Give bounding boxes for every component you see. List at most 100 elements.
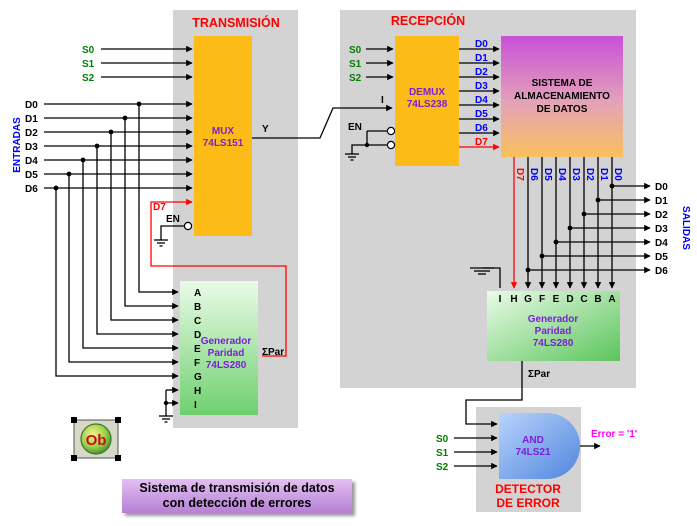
- tx-gen-pin-f: F: [194, 358, 200, 369]
- rx-gen-pin-g: G: [524, 294, 532, 305]
- detector-title-1: DETECTOR: [495, 482, 561, 496]
- tx-gen-part: 74LS280: [206, 360, 247, 371]
- output-d0-label: D0: [655, 182, 668, 193]
- input-d3-label: D3: [25, 142, 38, 153]
- mux-name: MUX: [212, 126, 235, 137]
- ob-logo: Ob: [71, 417, 121, 461]
- store-out-d6-label: D6: [528, 168, 539, 181]
- mux-d7-label: D7: [153, 202, 166, 213]
- store-out-d2-label: D2: [584, 168, 595, 181]
- demux-part: 74LS238: [407, 99, 448, 110]
- input-d0-label: D0: [25, 100, 38, 111]
- rx-gen-i-ground: [470, 267, 501, 288]
- error-output-label: Error = '1': [591, 429, 637, 440]
- transmission-title: TRANSMISIÓN: [192, 15, 280, 30]
- demux-name: DEMUX: [409, 87, 445, 98]
- caption-box: Sistema de transmisión de datos con dete…: [122, 479, 352, 513]
- tx-gen-name-1: Generador: [201, 336, 252, 347]
- mux-part: 74LS151: [203, 138, 244, 149]
- mux-s1-label: S1: [82, 59, 95, 70]
- demux-en-bubble-1: [386, 126, 396, 136]
- storage-output-wires: [524, 157, 651, 289]
- rx-gen-pin-f: F: [539, 294, 545, 305]
- tx-gen-pin-b: B: [194, 302, 201, 313]
- rx-gen-pin-e: E: [553, 294, 560, 305]
- tx-gen-output-label: ΣPar: [262, 347, 284, 358]
- demux-out-d2-label: D2: [475, 67, 488, 78]
- store-out-d7-label: D7: [514, 168, 525, 181]
- rx-gen-pin-b: B: [594, 294, 601, 305]
- rx-gen-pin-d: D: [566, 294, 573, 305]
- rx-gen-pin-a: A: [608, 294, 615, 305]
- mux-s0-label: S0: [82, 45, 95, 56]
- rx-gen-name-2: Paridad: [535, 326, 572, 337]
- and-s0-label: S0: [436, 434, 449, 445]
- tx-gen-pin-i: I: [194, 400, 197, 411]
- input-d2-label: D2: [25, 128, 38, 139]
- tx-gen-pin-a: A: [194, 288, 201, 299]
- demux-out-d0-label: D0: [475, 39, 488, 50]
- demux-en-label: EN: [348, 122, 362, 133]
- output-d4-label: D4: [655, 238, 668, 249]
- outputs-label: SALIDAS: [680, 206, 691, 250]
- output-d3-label: D3: [655, 224, 668, 235]
- input-d1-label: D1: [25, 114, 38, 125]
- demux-out-d6-label: D6: [475, 123, 488, 134]
- store-out-d5-label: D5: [542, 168, 553, 181]
- and-gate-part: 74LS21: [515, 447, 550, 458]
- input-d4-label: D4: [25, 156, 38, 167]
- detector-title-2: DE ERROR: [496, 496, 560, 510]
- tx-parity-generator: [180, 281, 258, 415]
- mux-en-label: EN: [166, 214, 180, 225]
- rx-gen-part: 74LS280: [533, 338, 574, 349]
- output-d2-label: D2: [655, 210, 668, 221]
- mux-s2-label: S2: [82, 73, 95, 84]
- tx-gen-pin-e: E: [194, 344, 201, 355]
- caption-line-2: con detección de errores: [162, 496, 312, 510]
- and-gate: [499, 413, 580, 479]
- tx-gen-pin-h: H: [194, 386, 201, 397]
- parity-feedback-wire: [150, 198, 287, 357]
- demux-input-label: I: [381, 95, 384, 106]
- transmission-link-wire: [252, 104, 393, 139]
- demux-s0-label: S0: [349, 45, 362, 56]
- mux-select-wires: [101, 45, 193, 81]
- demux-select-wires: [366, 45, 394, 81]
- and-s2-label: S2: [436, 462, 449, 473]
- reception-title: RECEPCIÓN: [391, 13, 465, 28]
- input-d6-label: D6: [25, 184, 38, 195]
- rx-parity-generator: [487, 291, 620, 361]
- storage-title-3: DE DATOS: [537, 104, 588, 115]
- demux-en-wires: [345, 130, 387, 161]
- mux-en-bubble: [183, 221, 193, 231]
- demux-chip: [395, 36, 459, 166]
- tx-gen-hi-junction: [163, 400, 169, 406]
- rx-gen-pin-h: H: [510, 294, 517, 305]
- rx-parity-wire: [465, 361, 523, 428]
- output-d5-label: D5: [655, 252, 668, 263]
- output-d1-label: D1: [655, 196, 668, 207]
- demux-out-d3-label: D3: [475, 81, 488, 92]
- demux-out-d4-label: D4: [475, 95, 488, 106]
- demux-out-d1-label: D1: [475, 53, 488, 64]
- rx-gen-name-1: Generador: [528, 314, 579, 325]
- mux-en-wire: [160, 225, 184, 240]
- storage-title-2: ALMACENAMIENTO: [514, 91, 610, 102]
- ground-icon: [154, 239, 168, 247]
- tx-gen-pin-g: G: [194, 372, 202, 383]
- demux-en-bubble-2: [386, 140, 396, 150]
- tx-gen-pin-c: C: [194, 316, 201, 327]
- ob-logo-text: Ob: [86, 432, 107, 449]
- tx-gen-pin-d: D: [194, 330, 201, 341]
- demux-s2-label: S2: [349, 73, 362, 84]
- and-s1-label: S1: [436, 448, 449, 459]
- rx-gen-output-label: ΣPar: [528, 369, 550, 380]
- and-input-wires: [454, 434, 601, 470]
- input-d5-label: D5: [25, 170, 38, 181]
- demux-s1-label: S1: [349, 59, 362, 70]
- junction-dots: [53, 101, 142, 191]
- tx-gen-name-2: Paridad: [208, 348, 245, 359]
- storage-title-1: SISTEMA DE: [532, 78, 593, 89]
- data-input-wires: [44, 100, 193, 380]
